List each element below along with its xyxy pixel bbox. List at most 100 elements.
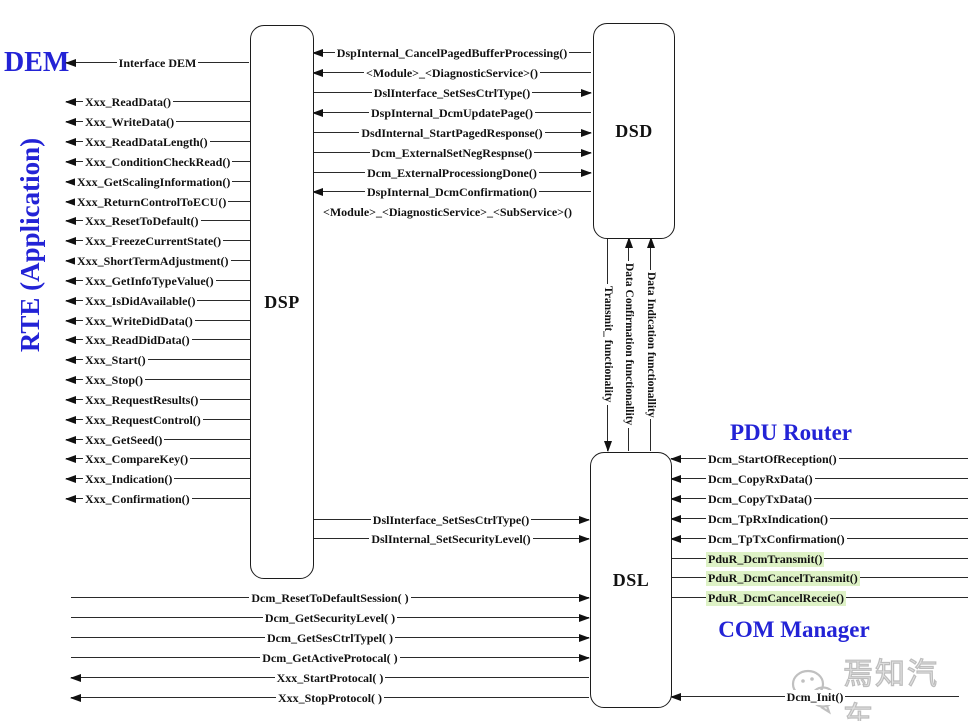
arrow-label: Interface DEM: [116, 55, 199, 71]
arrowhead-up-icon: [625, 237, 633, 248]
arrow-xxx-startprotocal: Xxx_StartProtocal( ): [70, 669, 590, 687]
arrowhead-left-icon: [65, 178, 76, 186]
arrow-dcm-tprxindication: Dcm_TpRxIndication(): [670, 510, 968, 528]
arrow-label: Xxx_ReadDataLength(): [83, 134, 210, 150]
arrowhead-left-icon: [312, 69, 323, 77]
arrow-label: Xxx_ShortTermAdjustment(): [75, 253, 231, 269]
dsd-module-box: DSD: [593, 23, 675, 239]
arrow-xxx-comparekey: Xxx_CompareKey(): [65, 450, 268, 468]
arrowhead-left-icon: [312, 49, 323, 57]
arrow-label: Xxx_GetScalingInformation(): [75, 174, 233, 190]
arrow-label: Xxx_Stop(): [83, 372, 146, 388]
arrow-label: DslInterface_SetSesCtrlType(): [371, 85, 533, 101]
arrowhead-left-icon: [670, 475, 681, 483]
arrow-dspinternal-dcmupdatepage: DspInternal_DcmUpdatePage(): [312, 104, 592, 122]
arrow-label: Dcm_TpTxConfirmation(): [706, 531, 847, 547]
arrow-dcm-resettodefaultsession: Dcm_ResetToDefaultSession( ): [70, 589, 590, 607]
arrow-label: Xxx_Indication(): [83, 471, 175, 487]
com-manager-heading: COM Manager: [718, 617, 870, 642]
arrow-dcm-startofreception: Dcm_StartOfReception(): [670, 450, 968, 468]
arrowhead-left-icon: [670, 693, 681, 701]
arrowhead-left-icon: [670, 515, 681, 523]
arrow-xxx-readdata: Xxx_ReadData(): [65, 93, 268, 111]
arrow-dslinterface-setsesctrltype: DslInterface_SetSesCtrlType(): [312, 511, 590, 529]
arrowhead-right-icon: [579, 516, 590, 524]
arrow-label: Xxx_RequestResults(): [83, 392, 201, 408]
arrow-xxx-shorttermadjustment: Xxx_ShortTermAdjustment(): [65, 252, 260, 270]
arrow-label: <Module>_<DiagnosticService>_<SubService…: [321, 204, 574, 220]
arrowhead-right-icon: [579, 614, 590, 622]
arrow-xxx-requestcontrol: Xxx_RequestControl(): [65, 411, 268, 429]
arrowhead-left-icon: [65, 138, 76, 146]
arrow-label: Dcm_GetSecurityLevel( ): [262, 610, 398, 626]
arrow-label: Xxx_ResetToDefault(): [83, 213, 201, 229]
arrow-label: DspInternal_DcmConfirmation(): [365, 184, 539, 200]
arrow-xxx-confirmation: Xxx_Confirmation(): [65, 490, 268, 508]
arrowhead-left-icon: [65, 277, 76, 285]
arrow-label: DspInternal_DcmUpdatePage(): [369, 105, 535, 121]
arrow-label: Xxx_Confirmation(): [83, 491, 192, 507]
arrow-dslinternal-setsecuritylevel: DslInternal_SetSecurityLevel(): [312, 530, 590, 548]
arrow-label: Xxx_FreezeCurrentState(): [83, 233, 224, 249]
arrow-label: Xxx_ConditionCheckRead(): [83, 154, 233, 170]
arrowhead-left-icon: [65, 336, 76, 344]
arrowhead-left-icon: [670, 455, 681, 463]
arrow-dcm-getsesctrltypel: Dcm_GetSesCtrlTypel( ): [70, 629, 590, 647]
watermark: 焉知汽车: [789, 649, 968, 721]
arrow-label: Dcm_Init(): [784, 689, 846, 705]
dsp-module-box: DSP: [250, 25, 314, 579]
arrow-data-indication-functionallity: Data Indication functionallity: [642, 237, 660, 452]
dsd-box-label: DSD: [615, 120, 653, 141]
arrow-label: PduR_DcmTransmit(): [706, 551, 825, 567]
arrow-xxx-requestresults: Xxx_RequestResults(): [65, 391, 268, 409]
arrow-xxx-getseed: Xxx_GetSeed(): [65, 431, 268, 449]
arrow-label: Transmit_ functionality: [602, 284, 614, 405]
arrow-dcm-copytxdata: Dcm_CopyTxData(): [670, 490, 968, 508]
arrow-dcm-externalprocessiongdone: Dcm_ExternalProcessiongDone(): [312, 164, 592, 182]
arrowhead-right-icon: [579, 535, 590, 543]
arrow-xxx-writedata: Xxx_WriteData(): [65, 113, 268, 131]
arrow-line: [66, 359, 267, 361]
arrow-xxx-getinfotypevalue: Xxx_GetInfoTypeValue(): [65, 272, 268, 290]
arrowhead-left-icon: [70, 674, 81, 682]
arrow-label: Xxx_WriteData(): [83, 114, 177, 130]
arrow-label: Dcm_TpRxIndication(): [706, 511, 831, 527]
rte-application-heading: RTE (Application): [15, 137, 45, 353]
arrow-dspinternal-cancelpagedbufferprocessing: DspInternal_CancelPagedBufferProcessing(…: [312, 44, 592, 62]
arrow-dcm-getactiveprotocal: Dcm_GetActiveProtocal( ): [70, 649, 590, 667]
arrow-xxx-getscalinginformation: Xxx_GetScalingInformation(): [65, 173, 260, 191]
arrow-pdur-dcmcanceltransmit: PduR_DcmCancelTransmit(): [670, 569, 968, 587]
arrow-label: Dcm_StartOfReception(): [706, 451, 839, 467]
arrowhead-left-icon: [65, 257, 76, 265]
arrow-xxx-writediddata: Xxx_WriteDidData(): [65, 312, 268, 330]
arrowhead-right-icon: [579, 594, 590, 602]
arrow-xxx-conditioncheckread: Xxx_ConditionCheckRead(): [65, 153, 268, 171]
arrowhead-left-icon: [312, 109, 323, 117]
arrow-xxx-stop: Xxx_Stop(): [65, 371, 268, 389]
arrow-xxx-isdidavailable: Xxx_IsDidAvailable(): [65, 292, 268, 310]
arrow-label: Xxx_GetSeed(): [83, 432, 165, 448]
arrow-label: Data Indication functionallity: [645, 269, 657, 420]
arrow-dsdinternal-startpagedresponse: DsdInternal_StartPagedResponse(): [312, 124, 592, 142]
arrow-line: [671, 498, 968, 500]
dem-heading: DEM: [4, 47, 70, 78]
arrow-dcm-getsecuritylevel: Dcm_GetSecurityLevel( ): [70, 609, 590, 627]
arrow-label: DslInternal_SetSecurityLevel(): [369, 531, 533, 547]
arrowhead-left-icon: [670, 535, 681, 543]
arrowhead-left-icon: [65, 237, 76, 245]
arrow-xxx-freezecurrentstate: Xxx_FreezeCurrentState(): [65, 232, 268, 250]
arrow-label: Xxx_ReadData(): [83, 94, 173, 110]
arrowhead-up-icon: [647, 237, 655, 248]
arrowhead-left-icon: [65, 59, 76, 67]
arrowhead-left-icon: [65, 158, 76, 166]
arrow-label: Dcm_GetActiveProtocal( ): [260, 650, 400, 666]
dsl-module-box: DSL: [590, 452, 672, 708]
arrow-xxx-readdatalength: Xxx_ReadDataLength(): [65, 133, 268, 151]
arrow-label: Dcm_GetSesCtrlTypel( ): [264, 630, 396, 646]
arrow-label: Dcm_ExternalSetNegRespnse(): [369, 145, 535, 161]
arrow-xxx-stopprotocol: Xxx_StopProtocol( ): [70, 689, 590, 707]
arrowhead-left-icon: [65, 396, 76, 404]
arrow-label: Xxx_Start(): [83, 352, 148, 368]
arrowhead-left-icon: [65, 98, 76, 106]
